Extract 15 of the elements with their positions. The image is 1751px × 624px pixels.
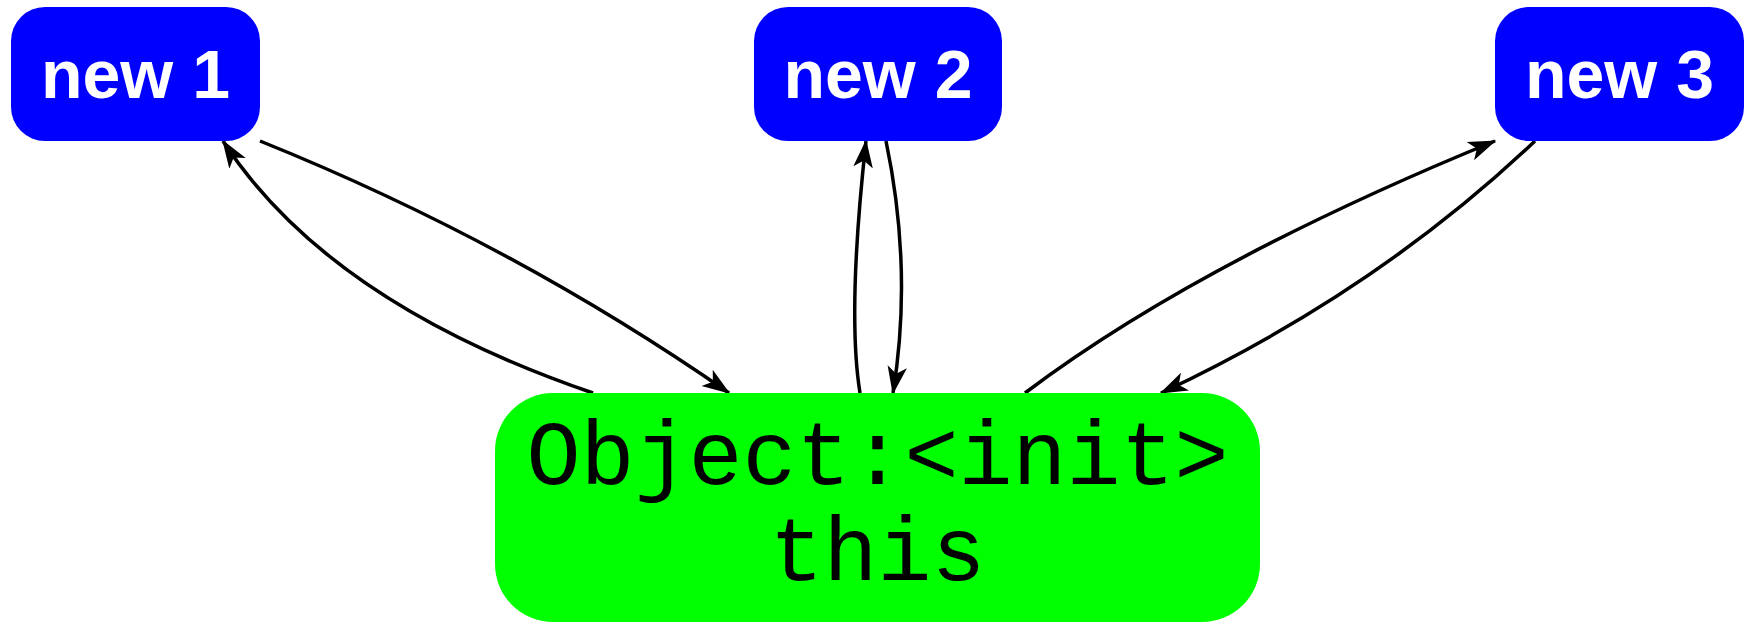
state-box (495, 393, 1260, 622)
arrow (1023, 139, 1497, 395)
arrow (259, 139, 731, 395)
arrow (853, 139, 873, 394)
node-label: Object:<init> (526, 411, 1229, 508)
arrow (1159, 139, 1537, 395)
arrow (884, 140, 907, 395)
state-box (11, 7, 260, 141)
node-label: new 2 (783, 35, 973, 113)
arrow (221, 139, 594, 395)
node-label: this (769, 507, 986, 604)
node-label: new 3 (1525, 35, 1714, 113)
state-box (754, 7, 1002, 141)
node-label: new 1 (41, 35, 230, 113)
state-box (1495, 7, 1744, 141)
